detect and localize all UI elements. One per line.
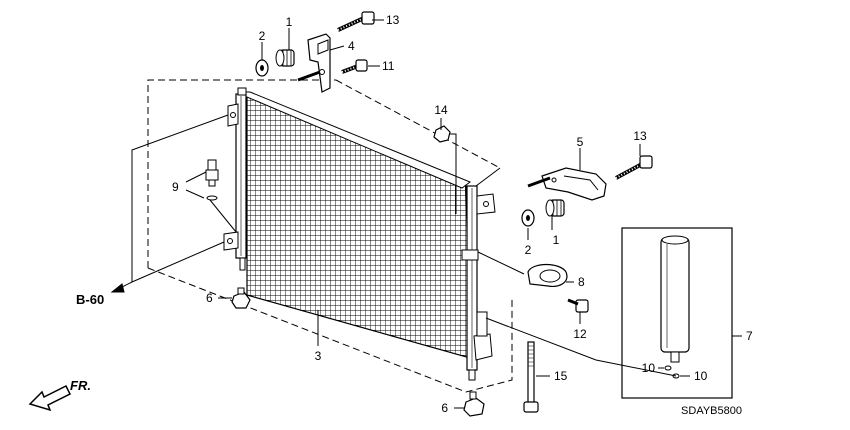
callout-6-bottom: 6 <box>441 401 448 415</box>
mounting-stud-right <box>527 176 551 188</box>
callout-4: 4 <box>348 39 355 53</box>
washer-part-2-right <box>521 209 535 227</box>
callout-10-left: 10 <box>642 361 656 375</box>
condenser <box>223 87 496 381</box>
front-direction-arrow <box>28 384 72 412</box>
bolt-part-13-top <box>337 11 375 32</box>
bracket-part-5 <box>541 167 607 201</box>
callout-10-right: 10 <box>694 369 708 383</box>
bolt-part-15 <box>523 341 539 413</box>
callout-11: 11 <box>382 59 395 73</box>
clamp-part-8 <box>527 263 568 287</box>
front-label: FR. <box>70 378 91 393</box>
callout-1-top: 1 <box>286 15 293 29</box>
mounting-stud-top <box>297 70 321 82</box>
nut-part-14 <box>433 125 451 143</box>
callout-12: 12 <box>573 327 587 341</box>
bolt-part-12 <box>567 298 589 313</box>
bracket-part-4 <box>307 33 331 93</box>
callout-5: 5 <box>577 135 584 149</box>
cushion-part-1-top <box>275 49 295 67</box>
reference-lines <box>110 114 229 293</box>
callout-3: 3 <box>315 349 322 363</box>
callout-7: 7 <box>746 329 753 343</box>
nut-part-6-top <box>231 287 251 309</box>
receiver-dryer-inset-box <box>621 227 733 399</box>
callout-13-right: 13 <box>633 129 647 143</box>
diagram-code: SDAYB5800 <box>681 405 742 417</box>
pressure-switch-part-9 <box>205 159 219 201</box>
callout-8: 8 <box>578 275 585 289</box>
callout-15: 15 <box>554 369 568 383</box>
leader-lines <box>185 19 742 409</box>
washer-part-2-top <box>255 59 269 77</box>
callout-1-right: 1 <box>553 233 560 247</box>
callout-2-top: 2 <box>259 29 266 43</box>
cushion-part-1-right <box>545 199 565 217</box>
receiver-block <box>473 333 493 361</box>
bolt-part-11 <box>341 59 368 74</box>
callout-13-top: 13 <box>386 13 400 27</box>
nut-part-6-bottom <box>463 391 485 417</box>
callout-6-top: 6 <box>206 291 213 305</box>
callout-labels: 1 2 4 13 11 14 9 6 3 5 13 2 1 8 12 15 6 … <box>172 13 753 415</box>
assembly-boundary <box>147 79 513 393</box>
callout-14: 14 <box>434 103 448 117</box>
reference-b60-label: B-60 <box>76 292 104 307</box>
callout-2-right: 2 <box>525 243 532 257</box>
callout-9: 9 <box>172 180 179 194</box>
receiver-dryer-part-7 <box>660 235 690 379</box>
bolt-part-13-right <box>615 155 653 180</box>
